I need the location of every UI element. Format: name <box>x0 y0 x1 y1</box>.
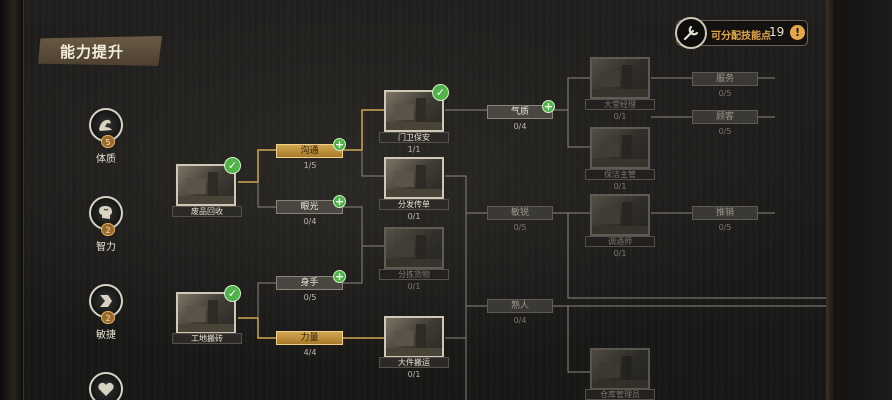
skill-card-warehouse[interactable] <box>590 348 650 390</box>
trait-count: 0/5 <box>718 89 732 98</box>
trait-temperament-button[interactable]: 气质 <box>487 105 553 119</box>
attribute-intelligence[interactable]: 2 智力 <box>82 196 130 253</box>
trait-count: 1/5 <box>303 161 317 170</box>
speed-icon: 2 <box>89 284 123 324</box>
attribute-level-badge: 5 <box>101 135 115 148</box>
check-icon: ✓ <box>224 285 241 302</box>
skill-card-cleaning-supervisor[interactable] <box>590 127 650 169</box>
add-plus-icon[interactable]: + <box>333 138 346 151</box>
attribute-label: 体质 <box>96 154 116 165</box>
brain-icon: 2 <box>89 196 123 236</box>
wrench-icon <box>675 17 707 49</box>
skill-count: 1/1 <box>407 145 421 154</box>
skill-count: 0/1 <box>613 249 627 258</box>
skill-points-label: 可分配技能点 <box>711 31 771 42</box>
trait-count: 0/5 <box>513 223 527 232</box>
check-icon: ✓ <box>432 84 449 101</box>
trait-communicate-button[interactable]: 沟通 <box>276 144 343 158</box>
skill-name: 门卫保安 <box>379 132 449 143</box>
attribute-level-badge: 2 <box>101 311 115 324</box>
left-frame-border <box>0 0 24 400</box>
trait-count: 0/5 <box>303 293 317 302</box>
trait-count: 0/5 <box>718 127 732 136</box>
skill-name: 保洁主管 <box>585 169 655 180</box>
trait-acquaint-button[interactable]: 熟人 <box>487 299 553 313</box>
trait-service-button[interactable]: 服务 <box>692 72 758 86</box>
trait-count: 4/4 <box>303 348 317 357</box>
add-plus-icon[interactable]: + <box>333 195 346 208</box>
skill-card-bartender[interactable] <box>590 194 650 236</box>
skill-name: 分拣货物 <box>379 269 449 280</box>
page-title: 能力提升 <box>38 36 162 66</box>
skill-count: 0/1 <box>407 370 421 379</box>
attribute-charm[interactable] <box>82 372 130 400</box>
skill-card-sort-goods[interactable] <box>384 227 444 269</box>
skill-card-big-cargo[interactable] <box>384 316 444 358</box>
skill-name: 大件搬运 <box>379 357 449 368</box>
skill-card-flyers[interactable] <box>384 157 444 199</box>
skill-name: 废品回收 <box>172 206 242 217</box>
trait-strength-button[interactable]: 力量 <box>276 331 343 345</box>
attribute-level-badge: 2 <box>101 223 115 236</box>
right-frame-border <box>826 0 834 400</box>
attribute-physique[interactable]: 5 体质 <box>82 108 130 165</box>
skill-name: 工地搬砖 <box>172 333 242 344</box>
heart-icon <box>89 372 123 400</box>
trait-count: 0/4 <box>303 217 317 226</box>
trait-promote-button[interactable]: 推销 <box>692 206 758 220</box>
skill-name: 仓库管理员 <box>585 389 655 400</box>
skill-count: 0/1 <box>407 282 421 291</box>
skill-count: 0/1 <box>613 112 627 121</box>
trait-count: 0/5 <box>718 223 732 232</box>
trait-count: 0/4 <box>513 122 527 131</box>
skill-points-panel: 可分配技能点 19 ! <box>675 17 808 49</box>
skill-card-lobby-manager[interactable] <box>590 57 650 99</box>
skill-name: 分发传单 <box>379 199 449 210</box>
trait-keen-button[interactable]: 敏锐 <box>487 206 553 220</box>
help-icon[interactable]: ! <box>790 25 805 40</box>
skill-points-value: 19 <box>769 25 785 39</box>
skill-count: 0/1 <box>407 212 421 221</box>
arm-icon: 5 <box>89 108 123 148</box>
add-plus-icon[interactable]: + <box>333 270 346 283</box>
check-icon: ✓ <box>224 157 241 174</box>
skill-card-door-guard[interactable] <box>384 90 444 132</box>
add-plus-icon[interactable]: + <box>542 100 555 113</box>
right-margin <box>834 0 892 400</box>
trait-count: 0/4 <box>513 316 527 325</box>
attribute-label: 敏捷 <box>96 330 116 341</box>
attribute-agility[interactable]: 2 敏捷 <box>82 284 130 341</box>
attribute-label: 智力 <box>96 242 116 253</box>
trait-guest-button[interactable]: 顾客 <box>692 110 758 124</box>
skill-count: 0/1 <box>613 182 627 191</box>
skill-name: 调酒师 <box>585 236 655 247</box>
skill-name: 大堂经理 <box>585 99 655 110</box>
trait-agility-button[interactable]: 身手 <box>276 276 343 290</box>
